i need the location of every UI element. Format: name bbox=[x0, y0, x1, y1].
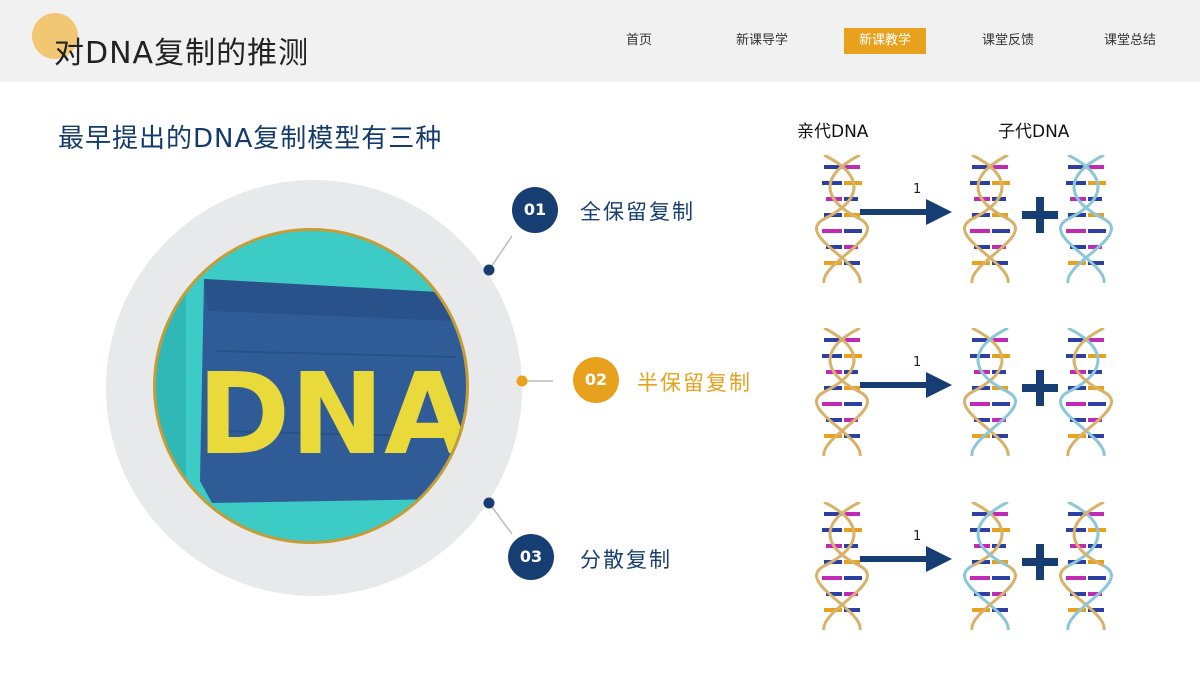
item-label-semi-conservative: 半保留复制 bbox=[637, 371, 752, 395]
slide-subtitle: 最早提出的DNA复制模型有三种 bbox=[58, 124, 443, 154]
parent-helix bbox=[815, 502, 869, 630]
arrow-icon bbox=[860, 199, 952, 225]
arrow-label: 1 bbox=[913, 355, 922, 370]
dna-sign-photo: DNA bbox=[153, 228, 469, 544]
photo-dna-text: DNA bbox=[197, 350, 466, 480]
page-title: 对DNA复制的推测 bbox=[54, 36, 310, 71]
child-helix-1 bbox=[963, 155, 1017, 283]
arrow-label: 1 bbox=[913, 529, 922, 544]
arrow-icon bbox=[860, 546, 952, 572]
nav-item-summary[interactable]: 课堂总结 bbox=[1103, 33, 1156, 48]
parent-helix bbox=[815, 328, 869, 456]
diagram-row-full-conservative: 1 bbox=[800, 155, 1180, 285]
header-bar: 对DNA复制的推测 首页 新课导学 新课教学 课堂反馈 课堂总结 bbox=[0, 0, 1200, 82]
item-badge-2: 02 bbox=[573, 357, 619, 403]
plus-icon bbox=[1022, 197, 1058, 233]
plus-icon bbox=[1022, 370, 1058, 406]
nav-item-home[interactable]: 首页 bbox=[625, 33, 652, 48]
arrow-icon bbox=[860, 372, 952, 398]
child-helix-2 bbox=[1059, 328, 1113, 456]
child-helix-2 bbox=[1059, 502, 1113, 630]
child-helix-2 bbox=[1059, 155, 1113, 283]
parent-helix bbox=[815, 155, 869, 283]
nav-item-preview[interactable]: 新课导学 bbox=[735, 33, 788, 48]
item-badge-3: 03 bbox=[508, 534, 554, 580]
item-badge-1: 01 bbox=[512, 187, 558, 233]
plus-icon bbox=[1022, 544, 1058, 580]
top-nav: 首页 新课导学 新课教学 课堂反馈 课堂总结 bbox=[0, 28, 1200, 54]
item-label-full-conservative: 全保留复制 bbox=[580, 200, 695, 224]
diagram-row-dispersive: 1 bbox=[800, 502, 1180, 632]
arrow-label: 1 bbox=[913, 182, 922, 197]
nav-item-feedback[interactable]: 课堂反馈 bbox=[981, 33, 1034, 48]
item-label-dispersive: 分散复制 bbox=[580, 548, 672, 572]
child-dna-heading: 子代DNA bbox=[998, 122, 1070, 142]
diagram-row-semi-conservative: 1 bbox=[800, 328, 1180, 458]
child-helix-1 bbox=[963, 328, 1017, 456]
parent-dna-heading: 亲代DNA bbox=[797, 122, 869, 142]
child-helix-1 bbox=[963, 502, 1017, 630]
nav-item-lesson[interactable]: 新课教学 bbox=[844, 28, 926, 54]
title-decoration-dot bbox=[32, 13, 78, 59]
